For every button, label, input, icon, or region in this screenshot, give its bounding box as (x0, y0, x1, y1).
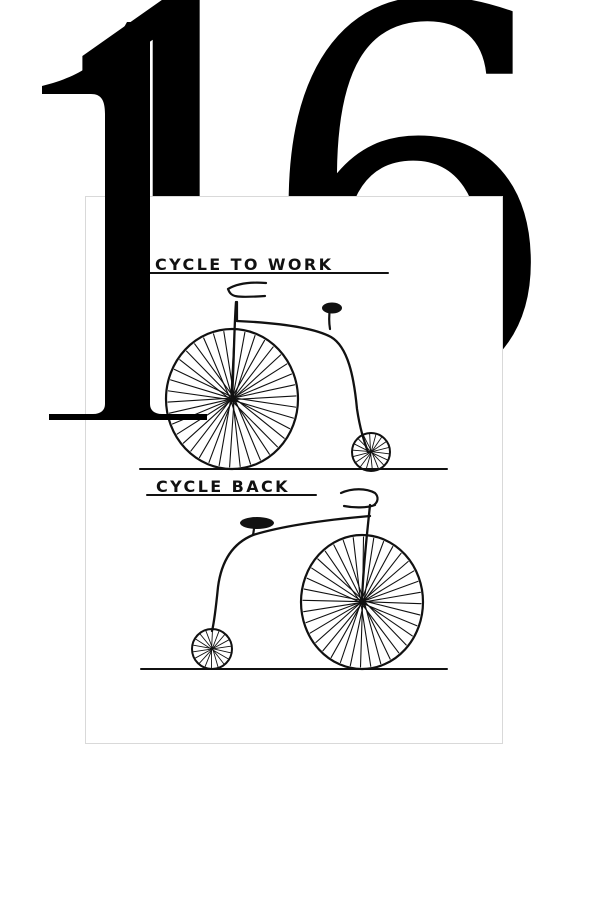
top-handlebar (226, 281, 268, 298)
wheel-spoke (212, 333, 234, 400)
wheel-spoke (360, 560, 409, 604)
wheel-spoke (363, 580, 419, 602)
wheel-spoke (363, 600, 421, 616)
wheel-spoke (212, 648, 232, 654)
wheel-spoke (353, 451, 372, 457)
wheel-spoke (333, 544, 364, 603)
bottom-large-wheel (299, 533, 425, 671)
wheel-spoke (360, 451, 373, 468)
wheel-spoke (324, 550, 362, 604)
bottom-small-wheel-spokes (192, 629, 232, 669)
wheel-spoke (303, 602, 362, 613)
wheel-spoke (211, 645, 232, 650)
wheel-spoke (363, 600, 382, 665)
wheel-spoke (330, 601, 364, 658)
wheel-spoke (342, 539, 365, 602)
wheel-spoke (230, 339, 266, 401)
wheel-spoke (370, 434, 377, 453)
wheel-spoke (229, 397, 235, 468)
wheel-spoke (322, 600, 365, 652)
wheel-spoke (362, 570, 415, 603)
wheel-spoke (370, 441, 387, 453)
wheel-spoke (190, 399, 232, 452)
wheel-spoke (233, 397, 285, 439)
wheel-spoke (315, 602, 362, 644)
wheel-spoke (362, 546, 394, 603)
wheel-spoke (182, 398, 234, 444)
artwork-card[interactable]: CYCLE TO WORK CYCLE BACK (85, 196, 503, 744)
wheel-spoke (212, 648, 219, 668)
wheel-spoke (317, 558, 365, 602)
wheel-spoke (211, 648, 229, 660)
wheel-spoke (370, 451, 373, 471)
penny-farthing-illustration (139, 272, 448, 671)
wheel-spoke (233, 397, 261, 461)
bottom-handlebar (339, 488, 379, 509)
wheel-spoke (360, 591, 421, 604)
wheel-spoke (198, 397, 235, 459)
wheel-spoke (311, 567, 364, 603)
wheel-spoke (369, 433, 372, 453)
wheel-spoke (349, 600, 365, 667)
wheel-spoke (233, 397, 297, 408)
wheel-spoke (360, 540, 385, 604)
wheel-spoke (363, 552, 402, 602)
wheel-spoke (233, 354, 282, 399)
wheel-spoke (359, 601, 364, 668)
wheel-spoke (211, 629, 213, 650)
bottom-saddle (240, 517, 274, 529)
wheel-spoke (192, 648, 213, 653)
wheel-spoke (199, 633, 213, 650)
top-small-wheel-spokes (352, 433, 390, 471)
wheel-spoke (232, 373, 293, 400)
wheel-spoke (362, 601, 422, 605)
wheel-spoke (371, 451, 379, 469)
wheel-spoke (352, 537, 362, 604)
wheel-spoke (230, 363, 288, 401)
wheel-spoke (365, 451, 372, 470)
wheel-spoke (370, 447, 389, 453)
bottom-small-wheel (191, 628, 233, 670)
wheel-spoke (198, 648, 214, 664)
wheel-spoke (211, 630, 220, 650)
top-small-wheel (351, 432, 391, 472)
wheel-spoke (355, 451, 372, 463)
wheel-spoke (211, 648, 225, 665)
wheel-spoke (370, 451, 388, 461)
wheel-spoke (208, 398, 234, 463)
wheel-spoke (371, 436, 382, 453)
wheel-spoke (370, 451, 385, 466)
wheel-spoke (305, 600, 365, 624)
top-caption: CYCLE TO WORK (155, 255, 334, 274)
wheel-spoke (203, 337, 232, 401)
top-saddle (322, 302, 342, 314)
wheel-spoke (357, 438, 372, 453)
wheel-spoke (371, 451, 390, 455)
wheel-spoke (194, 343, 235, 399)
wheel-spoke (302, 599, 364, 603)
wheel-spoke (306, 577, 362, 604)
wheel-spoke (211, 639, 230, 650)
wheel-spoke (232, 331, 246, 400)
wheel-spoke (363, 600, 407, 646)
wheel-spoke (204, 648, 213, 668)
wheel-spoke (339, 602, 362, 664)
wheel-spoke (230, 395, 297, 401)
wheel-spoke (233, 384, 296, 399)
wheel-spoke (195, 638, 213, 650)
bottom-large-wheel-spokes (302, 536, 422, 668)
wheel-spoke (232, 346, 274, 400)
wheel-spoke (194, 648, 213, 659)
wheel-spoke (354, 443, 372, 453)
wheel-spoke (212, 634, 226, 650)
wheel-spoke (309, 601, 364, 634)
bottom-caption: CYCLE BACK (156, 477, 290, 496)
